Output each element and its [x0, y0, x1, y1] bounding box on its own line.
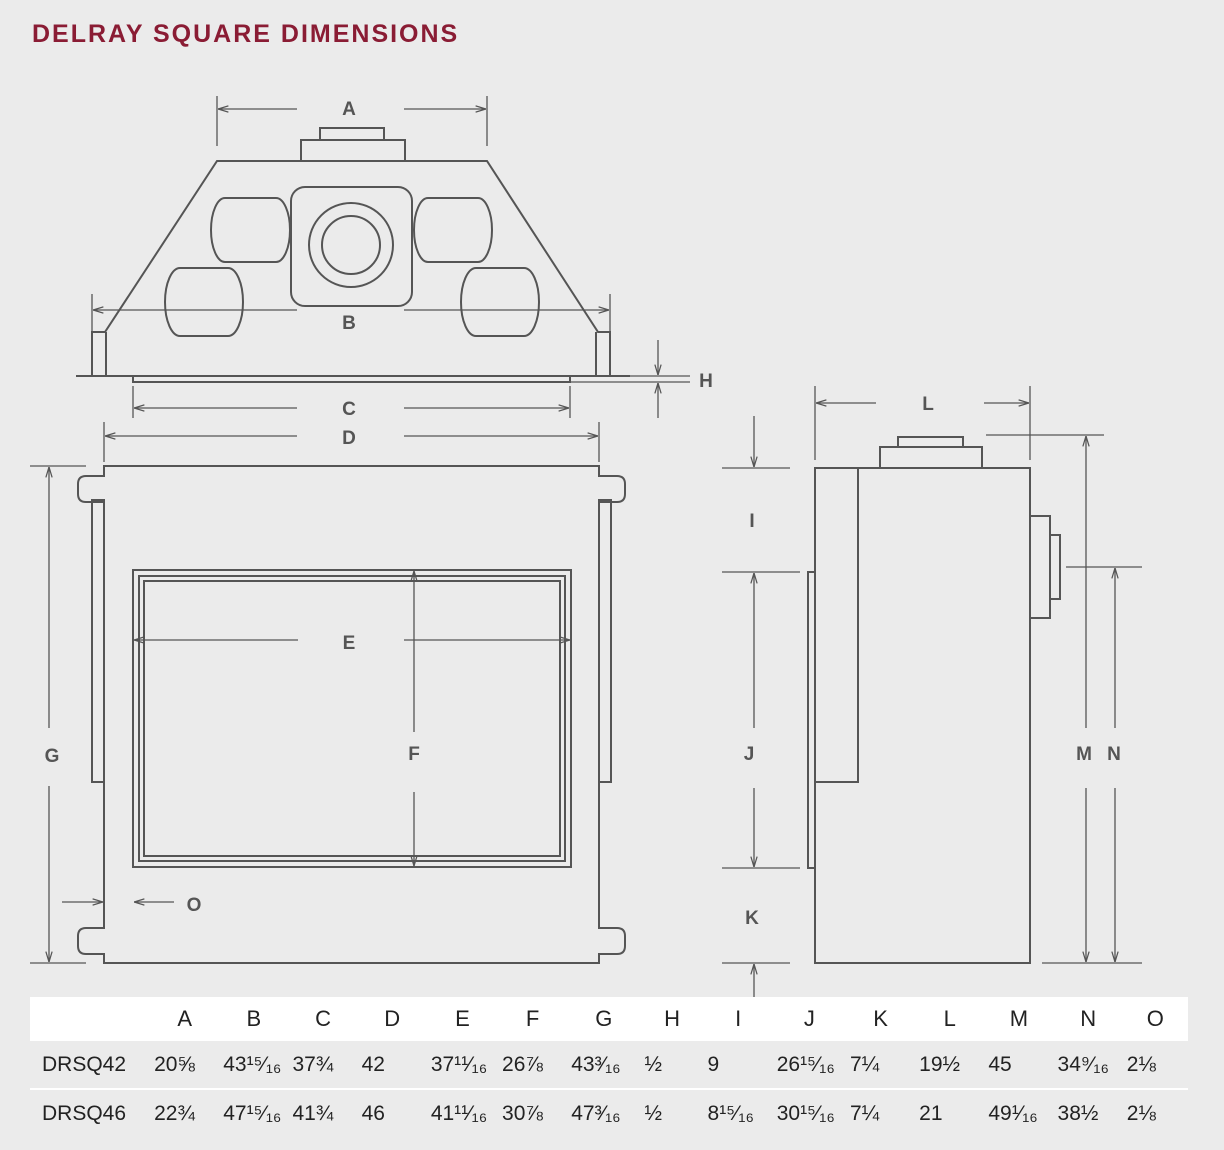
- model-cell: DRSQ46: [42, 1101, 127, 1125]
- label-l: L: [922, 394, 934, 415]
- table-cell: 34⁹⁄₁₆: [1053, 1041, 1123, 1090]
- table-cell: 20⅝: [150, 1041, 220, 1090]
- table-cell: ½: [644, 1101, 662, 1125]
- dimensions-table: A B C D E F G H I J K L M N O DRSQ42 20⅝: [30, 997, 1188, 1137]
- header-cell: D: [384, 1006, 401, 1031]
- header-cell: G: [595, 1006, 613, 1031]
- header-cell: K: [873, 1006, 888, 1031]
- table-cell: 47¹⁵⁄₁₆: [223, 1101, 282, 1125]
- table-cell: 47³⁄₁₆: [571, 1101, 621, 1125]
- table-cell: 45: [984, 1041, 1054, 1090]
- side-view: [807, 436, 1061, 964]
- table-cell: 19½: [915, 1041, 985, 1090]
- label-f: F: [408, 744, 420, 765]
- label-k: K: [745, 908, 759, 929]
- table-row: DRSQ46 22¾ 47¹⁵⁄₁₆ 41¾ 46 41¹¹⁄₁₆ 30⅞ 47…: [30, 1089, 1188, 1137]
- table-cell: 7¼: [849, 1101, 880, 1125]
- table-cell: 9: [703, 1041, 773, 1090]
- table-cell: 37¹¹⁄₁₆: [426, 1041, 499, 1090]
- front-view: [77, 465, 626, 964]
- label-a: A: [342, 99, 356, 120]
- table-row: DRSQ42 20⅝ 43¹⁵⁄₁₆ 37¾ 42 37¹¹⁄₁₆ 26⅞ 43…: [30, 1041, 1188, 1090]
- table-cell: 2⅛: [1126, 1101, 1156, 1125]
- table-cell: 22¾: [154, 1101, 195, 1125]
- table-header-row: A B C D E F G H I J K L M N O: [30, 997, 1188, 1041]
- header-cell: N: [1080, 1006, 1097, 1031]
- label-o: O: [187, 895, 202, 916]
- label-m: M: [1076, 744, 1092, 765]
- table-cell: 38½: [1057, 1101, 1099, 1125]
- label-h: H: [699, 371, 713, 392]
- header-cell: A: [177, 1006, 192, 1031]
- header-cell: M: [1009, 1006, 1029, 1031]
- table-cell: 41¹¹⁄₁₆: [430, 1101, 488, 1125]
- table-cell: 46: [361, 1101, 385, 1125]
- label-e: E: [343, 633, 356, 654]
- table-cell: 26⅞: [498, 1041, 568, 1090]
- table-cell: 8¹⁵⁄₁₆: [707, 1101, 754, 1125]
- table-cell: 41¾: [292, 1101, 334, 1125]
- header-cell: J: [803, 1006, 815, 1031]
- label-n: N: [1107, 744, 1121, 765]
- label-i: I: [749, 511, 754, 532]
- table-cell: 2⅛: [1122, 1041, 1188, 1090]
- label-j: J: [744, 744, 755, 765]
- table-cell: 43¹⁵⁄₁₆: [219, 1041, 289, 1090]
- header-cell: E: [455, 1006, 470, 1031]
- label-c: C: [342, 399, 356, 420]
- dimension-drawing: A B C D H E F G O L I J K M N: [30, 96, 1142, 998]
- table-cell: 30¹⁵⁄₁₆: [776, 1101, 835, 1125]
- header-cell: [30, 997, 150, 1041]
- header-cell: H: [664, 1006, 680, 1031]
- model-cell: DRSQ42: [30, 1041, 151, 1090]
- header-cell: L: [943, 1006, 956, 1031]
- dimensions-table-wrap: A B C D E F G H I J K L M N O DRSQ42 20⅝: [30, 997, 1188, 1137]
- table-cell: 37¾: [288, 1041, 358, 1090]
- table-cell: 49¹⁄₁₆: [988, 1101, 1038, 1125]
- table-cell: 43³⁄₁₆: [567, 1041, 641, 1090]
- table-cell: ½: [640, 1041, 704, 1090]
- label-d: D: [342, 428, 356, 449]
- table-cell: 26¹⁵⁄₁₆: [772, 1041, 846, 1090]
- page-title: DELRAY SQUARE DIMENSIONS: [32, 20, 460, 48]
- header-cell: B: [246, 1006, 262, 1031]
- table-cell: 7¼: [845, 1041, 916, 1090]
- top-view: [76, 127, 630, 383]
- table-cell: 42: [357, 1041, 427, 1090]
- label-g: G: [45, 746, 60, 767]
- header-cell: C: [315, 1006, 331, 1031]
- table-cell: 30⅞: [502, 1101, 543, 1125]
- table-cell: 21: [919, 1101, 943, 1125]
- header-cell: O: [1146, 1006, 1164, 1031]
- label-b: B: [342, 313, 356, 334]
- header-cell: I: [735, 1006, 742, 1031]
- header-cell: F: [525, 1006, 540, 1031]
